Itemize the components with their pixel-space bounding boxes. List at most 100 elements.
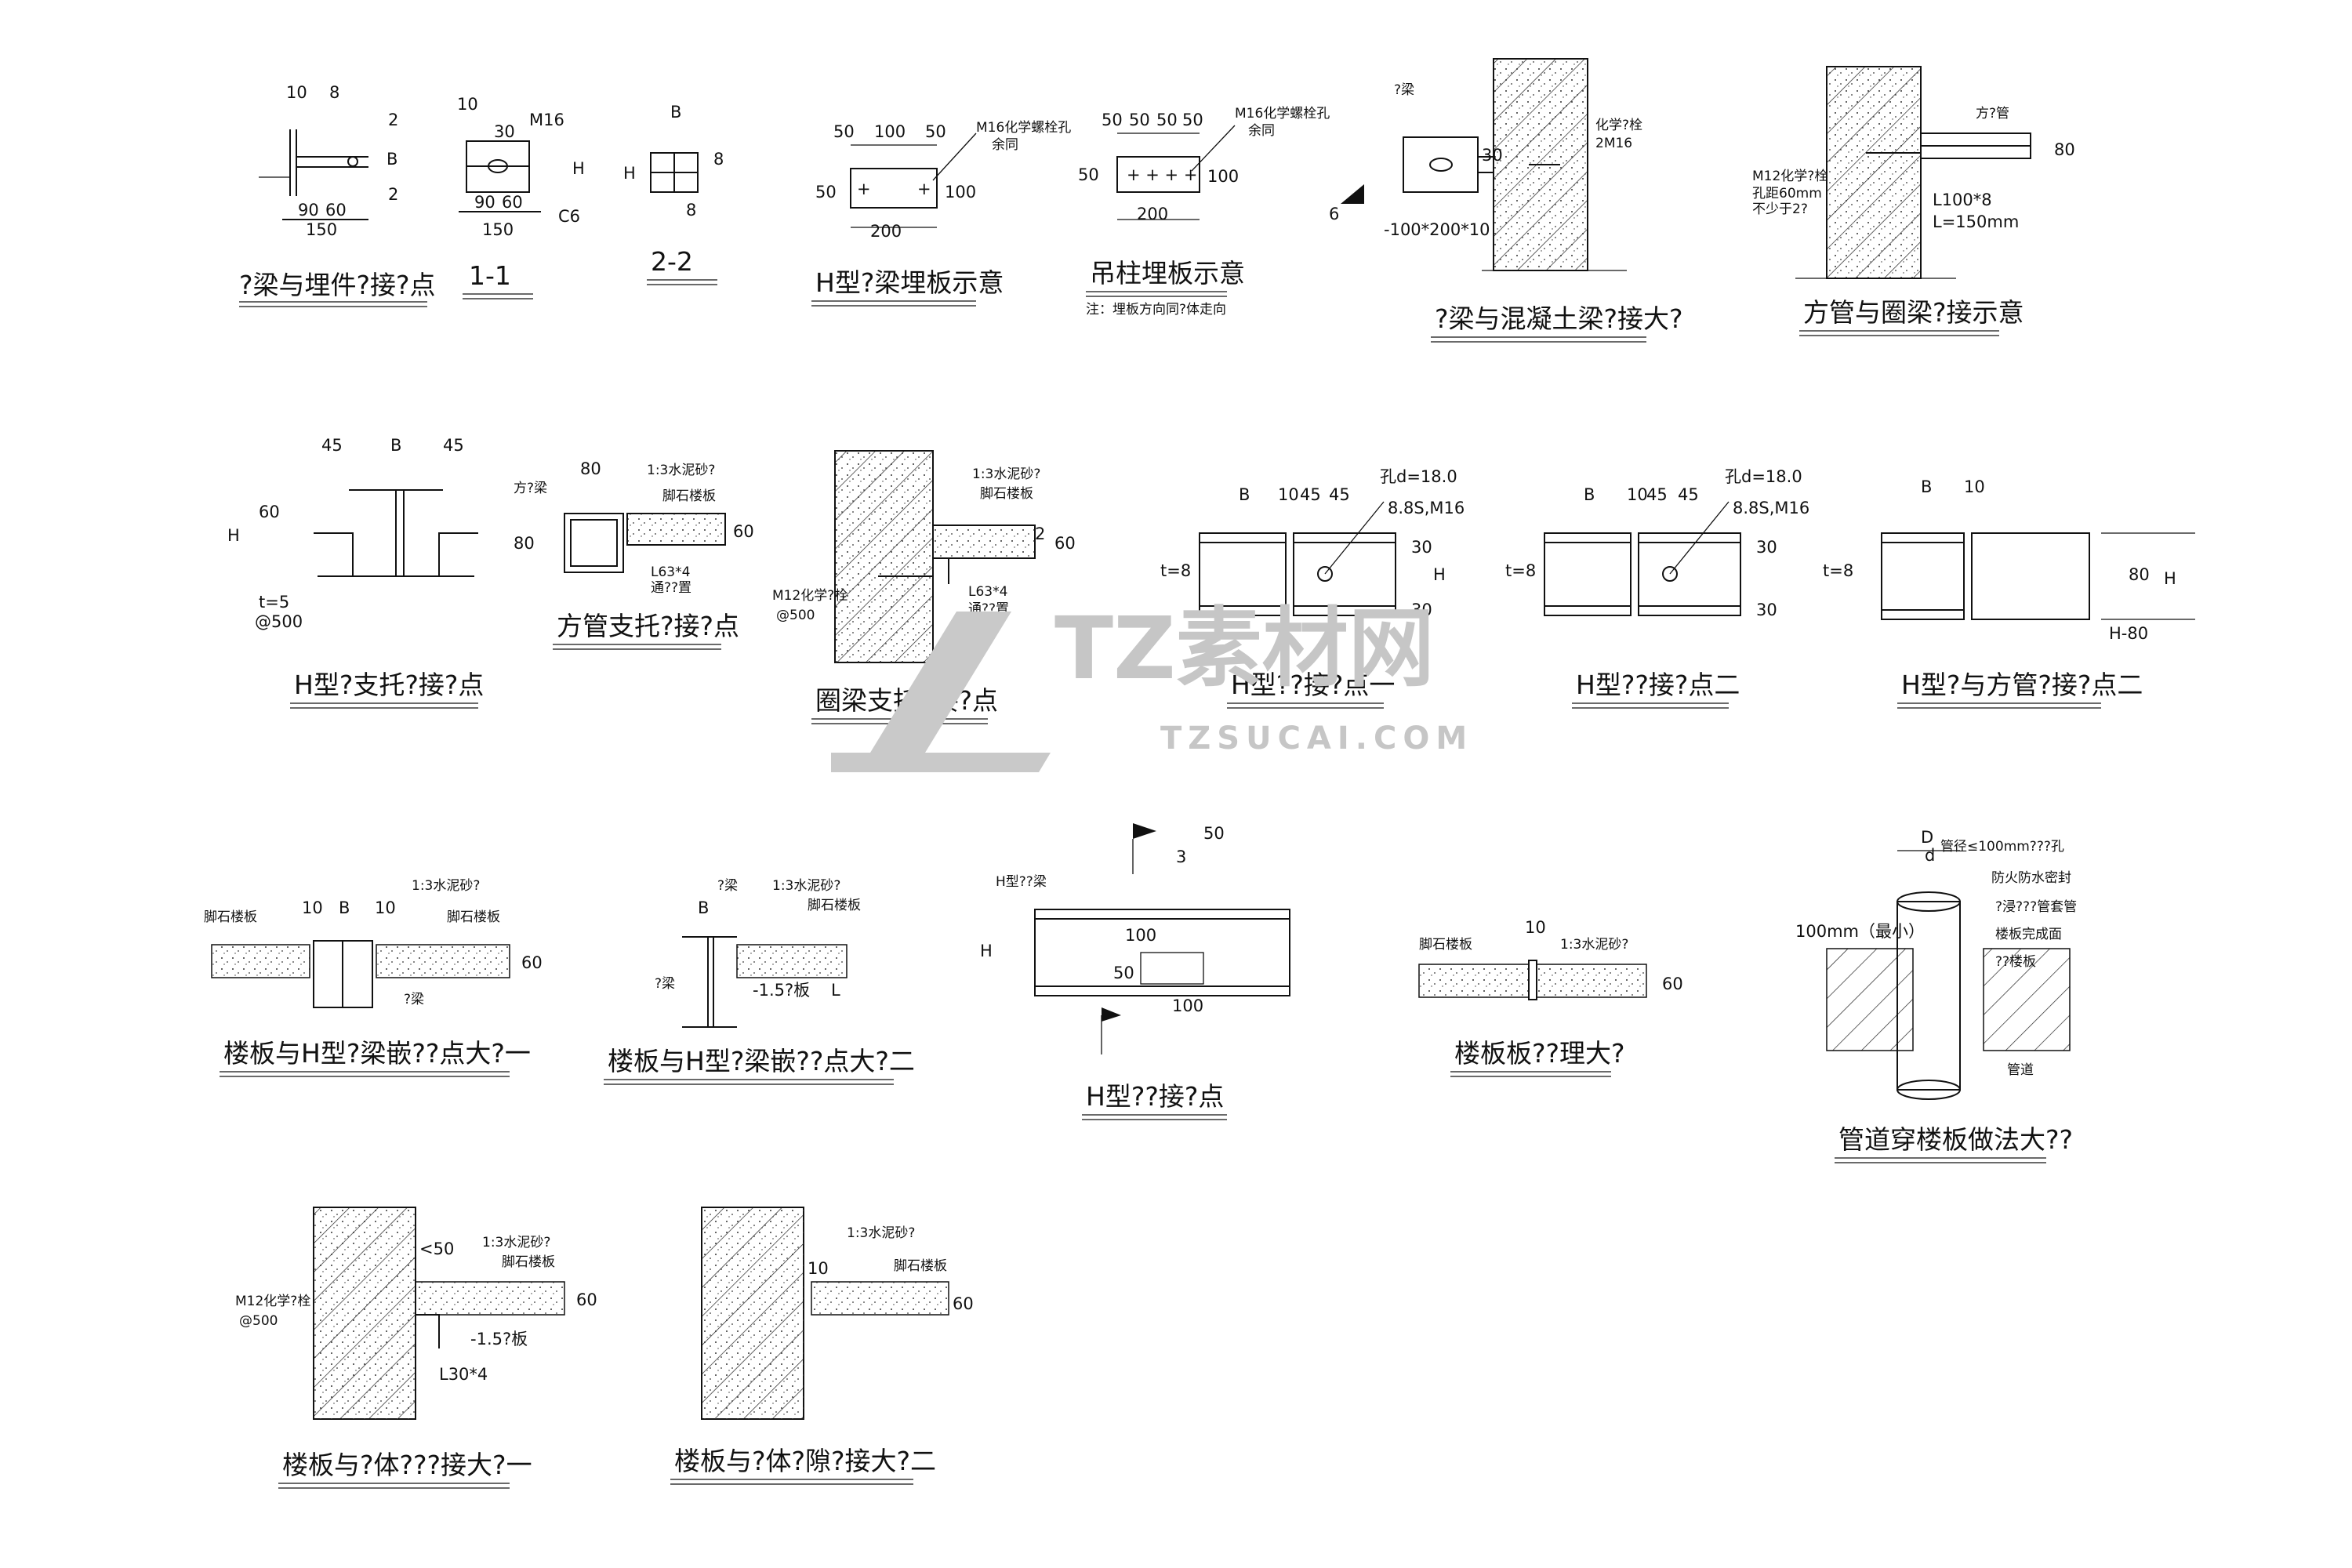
- label-text: 80: [514, 534, 535, 553]
- label-text: 100mm（最小）: [1795, 922, 1925, 941]
- detail-section-2-2: B H 8 8 2-2: [623, 103, 724, 285]
- label-text: 10: [375, 898, 396, 917]
- label-text: H型??梁: [996, 874, 1047, 890]
- watermark-logo-mark: [831, 753, 1051, 772]
- dim-text: 90: [474, 193, 495, 212]
- label-text: 30: [1756, 538, 1777, 557]
- detail-title: 吊柱埋板示意: [1090, 258, 1245, 289]
- label-text: M12化学?栓: [1752, 169, 1828, 184]
- label-text: 60: [953, 1294, 974, 1313]
- detail-slab-h-beam-2: ?梁 1:3水泥砂? B 脚石楼板 ?梁 -1.5?板 L 楼板与H型?梁嵌??…: [604, 878, 915, 1085]
- label-text: 1:3水泥砂?: [482, 1235, 550, 1250]
- detail-tube-bracket: 80 方?梁 1:3水泥砂? 脚石楼板 80 60 L63*4 通??置 方管支…: [514, 459, 754, 650]
- detail-hanger-embed-plate: + + + + 50 50 50 50 50 100 200 M16化学螺栓孔 …: [1078, 106, 1330, 318]
- label-text: 50: [1113, 964, 1134, 982]
- dim-text: H: [572, 159, 585, 178]
- svg-text:+: +: [917, 180, 931, 198]
- label-text: 45: [321, 436, 343, 455]
- label-text: <50: [419, 1240, 454, 1258]
- dim-text: 30: [494, 122, 515, 141]
- label-text: H-80: [2109, 624, 2148, 643]
- detail-title: H型??接?点一: [1231, 670, 1395, 700]
- label-text: B: [339, 898, 350, 917]
- detail-ring-beam-bracket: 1:3水泥砂? 脚石楼板 60 2 M12化学?栓 @500 L63*4 通??…: [772, 450, 1076, 724]
- detail-h-steel-weld: 50 3 H型??梁 100 H 50 100 H型??接?点: [980, 823, 1290, 1120]
- label-text: -1.5?板: [753, 981, 810, 1000]
- detail-title: 楼板与H型?梁嵌??点大?二: [608, 1046, 915, 1076]
- note-text: M16化学螺栓孔: [1235, 106, 1330, 122]
- dim-text: C6: [558, 207, 580, 226]
- label-text: t=8: [1823, 561, 1853, 580]
- label-text: 80: [2054, 140, 2075, 159]
- label-text: 防火防水密封: [1991, 870, 2071, 886]
- label-text: 1:3水泥砂?: [412, 878, 480, 894]
- label-text: 管径≤100mm???孔: [1940, 839, 2064, 855]
- label-text: 脚石楼板: [447, 909, 500, 925]
- detail-h-bracket: 45 B 45 60 H t=5 @500 H型?支托?接?点: [227, 436, 484, 709]
- dim-text: 10: [286, 83, 307, 102]
- note-text: 余同: [992, 137, 1018, 153]
- label-text: 10: [1627, 485, 1648, 504]
- label-text: H: [227, 526, 240, 545]
- label-text: 通??置: [651, 580, 691, 596]
- detail-steel-to-concrete-beam: ?梁 化学?栓 2M16 6 -100*200*10 30 ?梁与混凝土梁?接大…: [1329, 58, 1683, 343]
- label-text: 孔d=18.0: [1725, 467, 1802, 486]
- label-text: H: [1433, 565, 1446, 584]
- dim-text: 50: [833, 122, 855, 141]
- label-text: L: [831, 981, 840, 1000]
- label-text: @500: [255, 612, 303, 631]
- label-text: 脚石楼板: [980, 486, 1033, 502]
- detail-slab-joint: 10 脚石楼板 1:3水泥砂? 60 楼板板??理大?: [1418, 918, 1683, 1077]
- label-text: 6: [1329, 205, 1339, 223]
- label-text: M12化学?栓: [235, 1294, 310, 1309]
- label-text: L63*4: [968, 584, 1007, 600]
- dim-text: 150: [306, 220, 337, 239]
- detail-slab-to-wall-1: <50 1:3水泥砂? 脚石楼板 M12化学?栓 @500 60 -1.5?板 …: [235, 1207, 597, 1489]
- label-text: B: [390, 436, 401, 455]
- label-text: @500: [776, 608, 815, 623]
- dim-text: 60: [325, 201, 347, 220]
- note-text: 余同: [1248, 123, 1275, 139]
- label-text: 10: [1525, 918, 1546, 937]
- dim-text: 8: [686, 201, 696, 220]
- detail-h-steel-joint-2: B 10 45 45 孔d=18.0 8.8S,M16 t=8 30 30 H型…: [1505, 467, 1809, 709]
- note-text: 注：埋板方向同?体走向: [1086, 302, 1226, 318]
- label-text: 30: [1411, 538, 1432, 557]
- detail-title: 2-2: [651, 246, 693, 277]
- label-text: 10: [808, 1259, 829, 1278]
- dim-text: 100: [945, 183, 976, 201]
- detail-beam-embed: 10 8 2 2 B 90 60 150 ?梁与埋件?接?点: [239, 83, 436, 307]
- label-text: d: [1925, 846, 1935, 865]
- label-text: 60: [1662, 975, 1683, 993]
- label-text: B: [1921, 477, 1932, 496]
- label-text: 45: [1300, 485, 1321, 504]
- label-text: 60: [1054, 534, 1076, 553]
- label-text: B: [698, 898, 709, 917]
- label-text: ?梁: [717, 878, 738, 894]
- label-text: M12化学?栓: [772, 588, 848, 604]
- svg-text:+: +: [857, 180, 871, 198]
- label-text: 100: [1125, 926, 1156, 945]
- watermark: TZ素材网 TZSUCAI.COM: [831, 598, 1467, 772]
- dim-text: 2: [388, 185, 398, 204]
- detail-title: H型??接?点二: [1576, 670, 1740, 700]
- detail-section-1-1: 10 30 M16 90 60 150 H C6 1-1: [457, 95, 585, 299]
- dim-text: 8: [713, 150, 724, 169]
- label-text: B: [1239, 485, 1250, 504]
- label-text: 脚石楼板: [502, 1254, 555, 1270]
- dim-text: B: [387, 150, 397, 169]
- label-text: 脚石楼板: [204, 909, 257, 925]
- label-text: 方?梁: [514, 481, 547, 496]
- detail-tube-to-ring-beam: 方?管 M12化学?栓 孔距60mm 不少于2? L100*8 L=150mm …: [1752, 66, 2075, 336]
- label-text: 10: [302, 898, 323, 917]
- label-text: 45: [1646, 485, 1668, 504]
- detail-title: 1-1: [469, 260, 511, 291]
- label-text: t=5: [259, 593, 289, 612]
- label-text: 脚石楼板: [808, 898, 861, 913]
- label-text: 10: [1964, 477, 1985, 496]
- detail-title: ?梁与混凝土梁?接大?: [1435, 303, 1683, 334]
- label-text: t=8: [1160, 561, 1191, 580]
- label-text: H: [2164, 569, 2176, 588]
- label-text: ?梁: [404, 992, 424, 1007]
- note-text: M16化学螺栓孔: [976, 120, 1071, 136]
